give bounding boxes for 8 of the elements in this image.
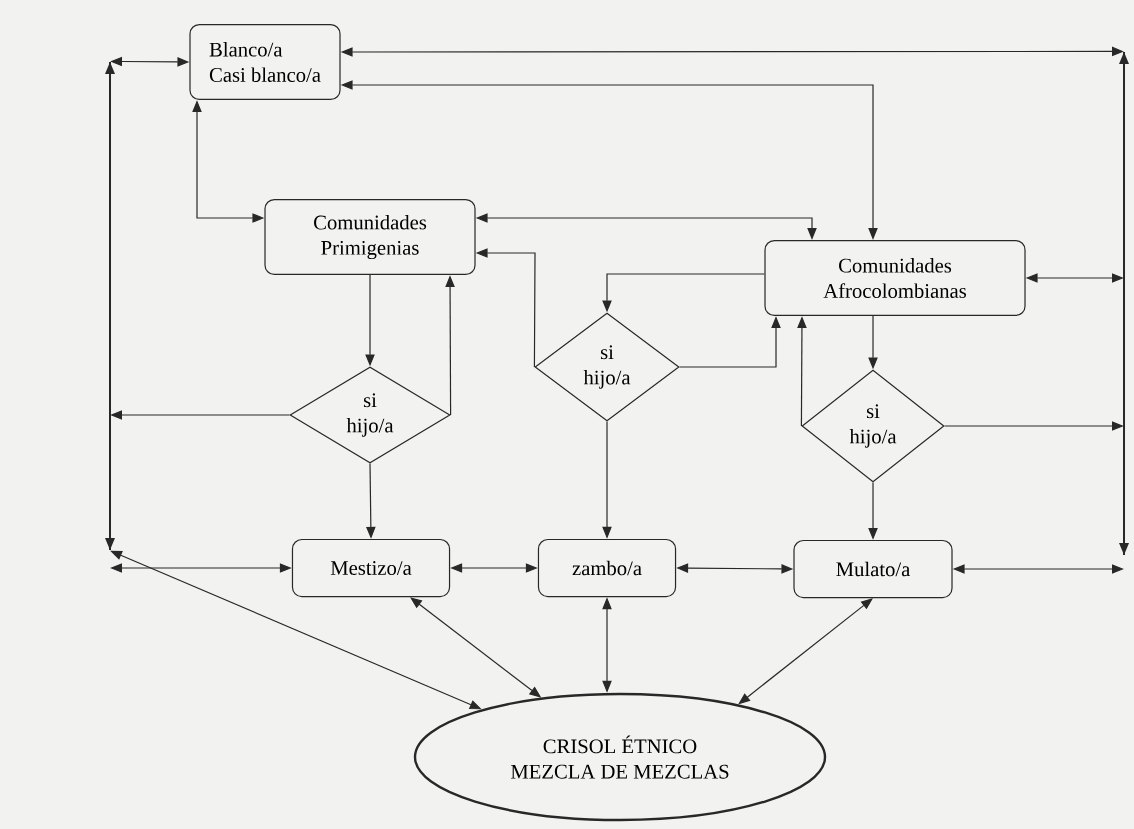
category-box: Mulato/a	[793, 539, 953, 599]
category-box: Blanco/a Casi blanco/a	[189, 23, 341, 101]
category-box: Mestizo/a	[291, 538, 451, 598]
category-box: Comunidades Primigenias	[264, 198, 476, 276]
junction-line	[1119, 52, 1129, 555]
category-box: Comunidades Afrocolombianas	[764, 239, 1026, 317]
junction-line	[105, 62, 115, 550]
category-box: zambo/a	[537, 538, 677, 598]
